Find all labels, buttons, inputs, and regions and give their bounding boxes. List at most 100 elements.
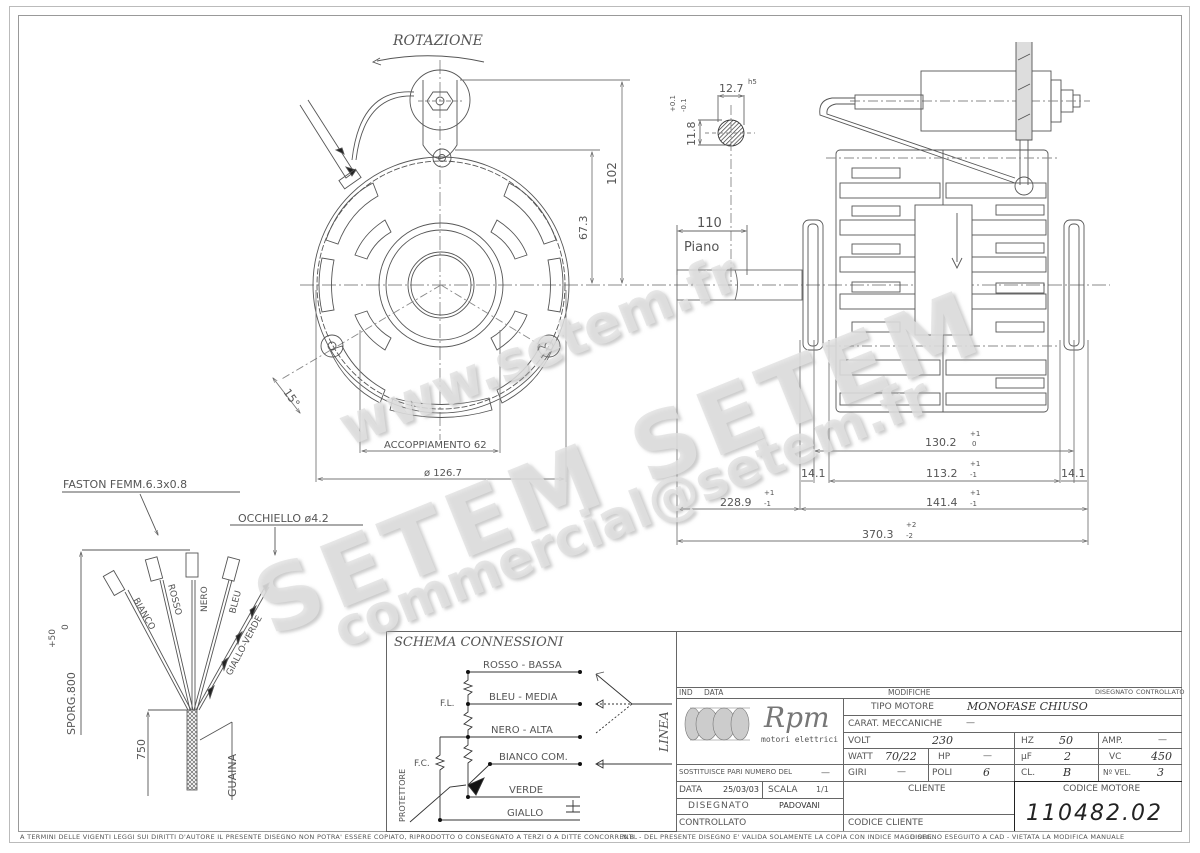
dim-141-4: 141.4 xyxy=(926,496,958,509)
dim-113-2: 113.2 xyxy=(926,467,958,480)
svg-text:0: 0 xyxy=(972,440,976,448)
rev-data: DATA xyxy=(704,688,724,697)
schema-line-nero: NERO - ALTA xyxy=(491,725,553,736)
hp-value: — xyxy=(983,751,992,761)
codice-motore-value: 110482.02 xyxy=(1026,801,1163,826)
codice-cliente-label: CODICE CLIENTE xyxy=(848,818,924,828)
brand-tagline: motori elettrici xyxy=(761,735,839,744)
schema-title: SCHEMA CONNESSIONI xyxy=(394,635,564,650)
data-label: DATA xyxy=(679,785,703,795)
scala-label: SCALA xyxy=(768,785,798,795)
flat-label: Piano xyxy=(684,240,719,255)
schema-line-bleu: BLEU - MEDIA xyxy=(489,692,558,703)
dim-15-deg: 15° xyxy=(281,386,303,409)
carat-label: CARAT. MECCANICHE xyxy=(848,719,943,729)
rev-controllato: CONTROLLATO xyxy=(1136,688,1185,696)
faston-label: FASTON FEMM.6.3x0.8 xyxy=(63,478,187,491)
controllato-label: CONTROLLATO xyxy=(679,818,747,828)
dim-shaft-tol: h5 xyxy=(748,78,757,86)
dim-flat-tol-minus: -0.1 xyxy=(680,98,688,112)
footer-cad: DISEGNO ESEGUITO A CAD - VIETATA LA MODI… xyxy=(910,833,1125,841)
dim-flat-tol-plus: +0.1 xyxy=(669,95,677,112)
footer-copyright: A TERMINI DELLE VIGENTI LEGGI SUI DIRITT… xyxy=(20,833,638,841)
rotation-label: ROTAZIONE xyxy=(392,33,483,49)
codice-motore-label: CODICE MOTORE xyxy=(1063,784,1141,794)
data-value: 25/03/03 xyxy=(723,785,759,794)
hp-label: HP xyxy=(938,752,951,762)
dim-228-9: 228.9 xyxy=(720,496,752,509)
dim-shaft-flat: 11.8 xyxy=(685,122,698,147)
svg-text:-1: -1 xyxy=(970,500,977,508)
schema-line-bianco: BIANCO COM. xyxy=(499,752,568,763)
watt-label: WATT xyxy=(848,752,873,762)
dim-flat-length: 110 xyxy=(697,216,722,231)
length-tol-minus: 0 xyxy=(61,624,71,630)
tipo-motore-label: TIPO MOTORE xyxy=(871,702,934,712)
tipo-motore-value: MONOFASE CHIUSO xyxy=(967,700,1088,713)
svg-text:+2: +2 xyxy=(906,521,916,529)
schema-line-verde: VERDE xyxy=(509,785,543,796)
schema-line-giallo: GIALLO xyxy=(507,808,543,819)
connection-schema xyxy=(386,631,677,832)
front-view xyxy=(273,55,1110,482)
rev-disegnato: DISEGNATO xyxy=(1095,688,1134,696)
footer-nb: N.B. - DEL PRESENTE DISEGNO E' VALIDA SO… xyxy=(622,833,935,841)
cl-label: CL. xyxy=(1021,768,1036,778)
cliente-label: CLIENTE xyxy=(908,784,946,794)
poli-value: 6 xyxy=(983,766,990,779)
wire-nero: NERO xyxy=(200,586,210,612)
side-view xyxy=(676,42,1090,545)
wire-harness xyxy=(62,491,363,800)
schema-fc: F.C. xyxy=(414,759,430,769)
svg-text:+1: +1 xyxy=(764,489,774,497)
giri-value: — xyxy=(897,767,906,777)
side-dimensions: 130.2 +1 0 113.2 +1 -1 14.1 14.1 141.4 +… xyxy=(720,430,1086,541)
schema-fl: F.L. xyxy=(440,699,454,709)
vc-value: 450 xyxy=(1151,750,1172,763)
svg-text:-1: -1 xyxy=(764,500,771,508)
outer-border xyxy=(9,6,1190,843)
amp-label: AMP. xyxy=(1102,736,1123,746)
nvel-label: Nº VEL. xyxy=(1103,768,1131,777)
volt-label: VOLT xyxy=(848,736,871,746)
title-block: IND DATA MODIFICHE DISEGNATO CONTROLLATO… xyxy=(676,631,1185,831)
amp-value: — xyxy=(1158,735,1167,745)
disegnato-label: DISEGNATO xyxy=(688,801,750,811)
length-label: SPORG.800 xyxy=(65,672,78,735)
uf-label: µF xyxy=(1021,752,1032,762)
dim-diameter: ø 126.7 xyxy=(424,468,462,479)
dim-67-3: 67.3 xyxy=(577,216,590,241)
dim-14-1-left: 14.1 xyxy=(801,467,826,480)
schema-protector: PROTETTORE xyxy=(398,769,407,822)
dim-370-3: 370.3 xyxy=(862,528,894,541)
giri-label: GIRI xyxy=(848,768,867,778)
hz-label: HZ xyxy=(1021,736,1034,746)
rev-ind: IND xyxy=(679,688,693,697)
svg-text:+1: +1 xyxy=(970,489,980,497)
dim-14-1-right: 14.1 xyxy=(1061,467,1086,480)
length-tol-plus: +50 xyxy=(48,629,58,648)
cooling-fins xyxy=(839,167,1047,406)
sheath-label: GUAINA xyxy=(226,753,239,797)
sostituisce-value: — xyxy=(821,768,830,778)
shaft-section xyxy=(676,95,803,301)
volt-value: 230 xyxy=(932,734,953,747)
scala-value: 1/1 xyxy=(816,785,829,794)
watt-value: 70/22 xyxy=(885,750,917,763)
dim-102: 102 xyxy=(605,162,619,185)
rpm-logo-graphic xyxy=(684,707,750,741)
dim-shaft-width: 12.7 xyxy=(719,82,744,95)
svg-text:+1: +1 xyxy=(970,430,980,438)
rev-modifiche: MODIFICHE xyxy=(888,688,931,697)
svg-text:-2: -2 xyxy=(906,532,913,540)
brand-logo-text: Rpm xyxy=(764,701,830,734)
wire-bleu: BLEU xyxy=(228,590,244,615)
dim-130-2: 130.2 xyxy=(925,436,957,449)
vc-label: VC xyxy=(1109,752,1122,762)
sostituisce-label: SOSTITUISCE PARI NUMERO DEL xyxy=(679,768,793,776)
sheath-length: 750 xyxy=(135,739,148,760)
nvel-value: 3 xyxy=(1157,766,1164,779)
svg-text:-1: -1 xyxy=(970,471,977,479)
